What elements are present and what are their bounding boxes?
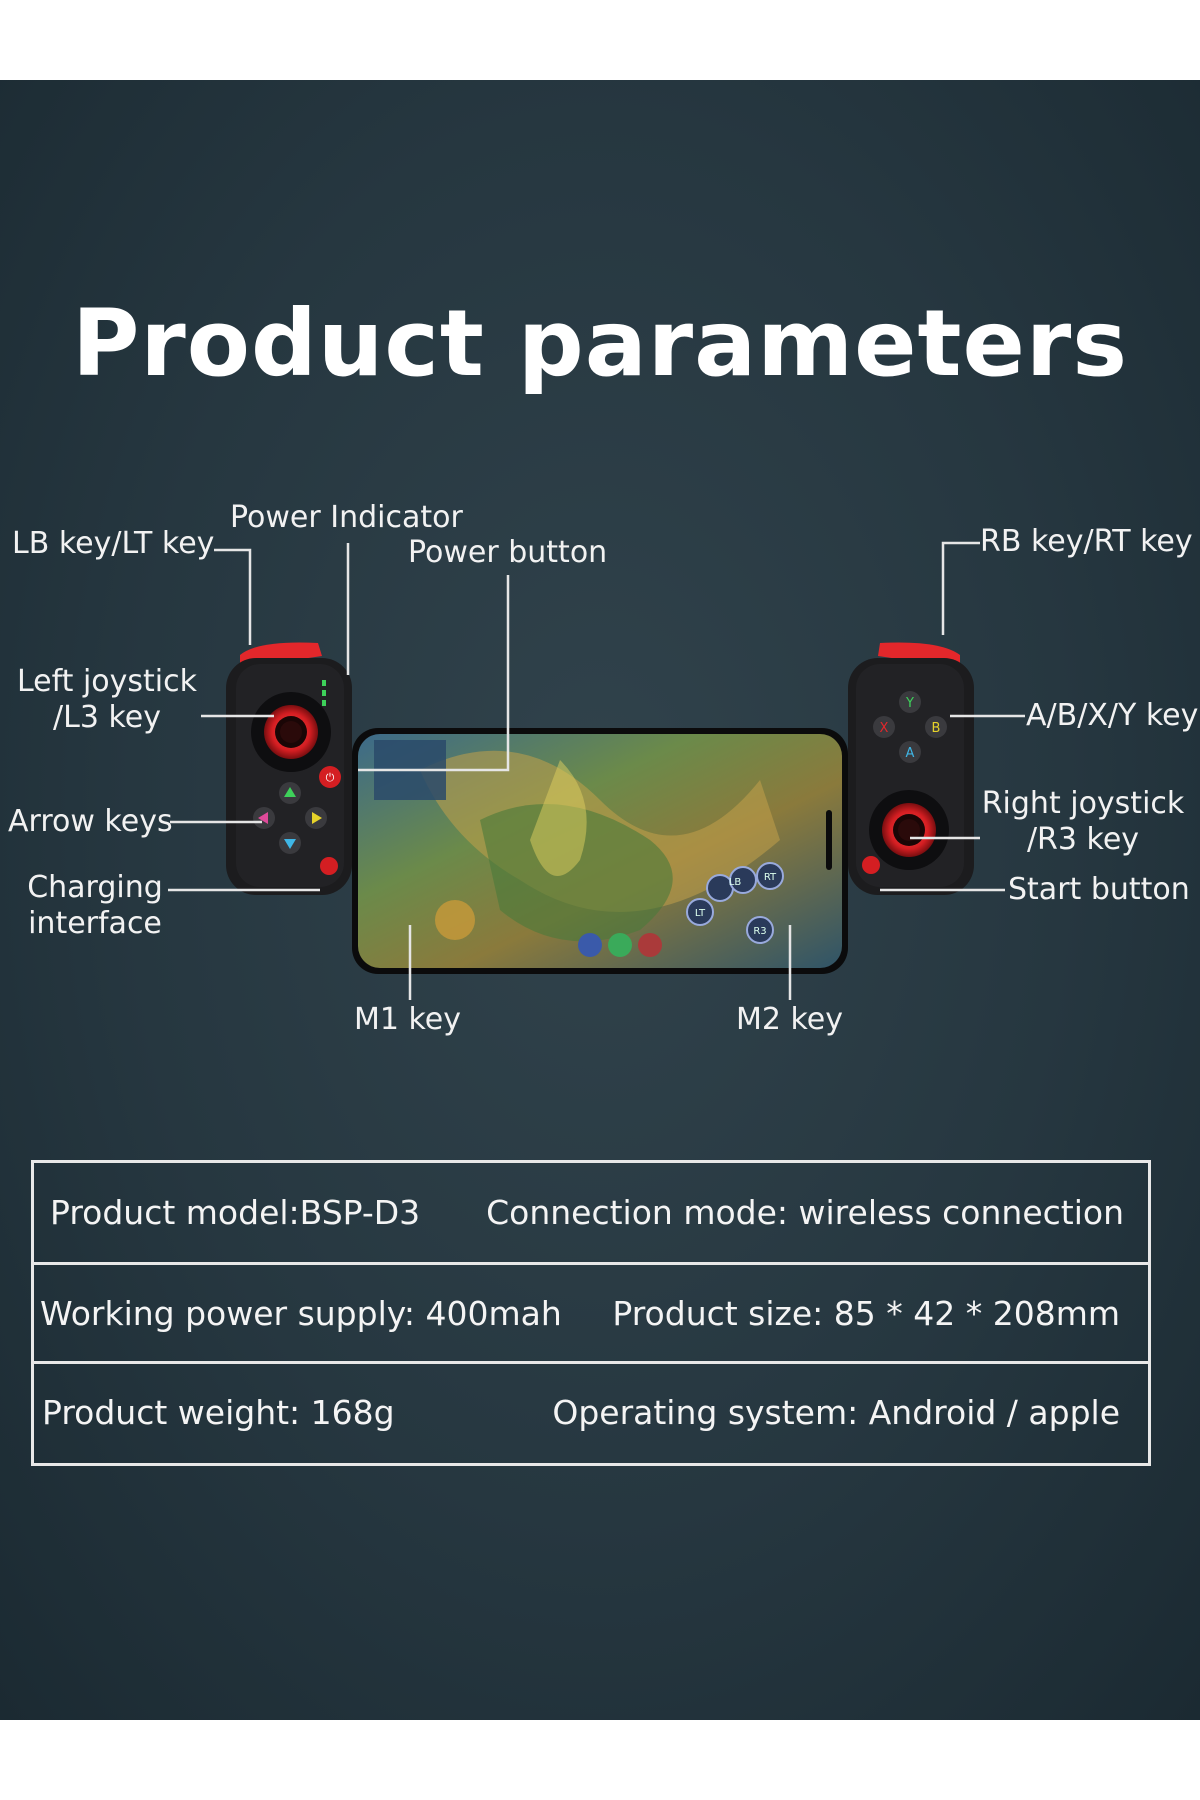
label-rb-rt-key: RB key/RT key bbox=[980, 524, 1193, 559]
svg-text:LB: LB bbox=[729, 877, 742, 888]
label-lb-lt-key: LB key/LT key bbox=[12, 526, 215, 561]
phone: LB RT LT R3 bbox=[352, 728, 848, 974]
svg-text:⏻: ⏻ bbox=[326, 771, 335, 784]
label-start-button: Start button bbox=[1008, 872, 1190, 907]
label-power-button: Power button bbox=[408, 535, 608, 570]
power-indicator-led bbox=[322, 680, 326, 686]
spec-size: Product size: 85 * 42 * 208mm bbox=[612, 1293, 1120, 1333]
svg-text:A: A bbox=[906, 746, 915, 761]
svg-text:X: X bbox=[880, 721, 889, 736]
power-button bbox=[319, 766, 341, 788]
spec-os: Operating system: Android / apple bbox=[552, 1392, 1120, 1432]
svg-text:B: B bbox=[932, 721, 941, 736]
svg-text:R3: R3 bbox=[753, 926, 766, 937]
specs-table: Product model:BSP-D3 Connection mode: wi… bbox=[31, 1160, 1151, 1466]
controller-diagram: ⏻ LB RT LT R3 bbox=[168, 541, 1025, 1000]
spec-weight: Product weight: 168g bbox=[42, 1392, 395, 1432]
charging-interface bbox=[320, 857, 338, 875]
label-power-indicator: Power Indicator bbox=[230, 500, 463, 535]
start-button bbox=[862, 856, 880, 874]
specs-row: Product weight: 168g Operating system: A… bbox=[34, 1361, 1148, 1460]
svg-text:RT: RT bbox=[764, 872, 777, 883]
callout-lines bbox=[168, 541, 1025, 1000]
label-left-joystick: Left joystick/L3 key bbox=[16, 664, 197, 735]
page-title: Product parameters bbox=[71, 290, 1129, 397]
spec-connection: Connection mode: wireless connection bbox=[486, 1193, 1124, 1232]
spec-power-supply: Working power supply: 400mah bbox=[40, 1293, 562, 1333]
specs-row: Product model:BSP-D3 Connection mode: wi… bbox=[34, 1163, 1148, 1262]
face-buttons: Y X B A bbox=[873, 691, 947, 763]
label-abxy-key: A/B/X/Y key bbox=[1026, 698, 1199, 733]
arrow-keys bbox=[253, 782, 327, 854]
specs-row: Working power supply: 400mah Product siz… bbox=[34, 1262, 1148, 1361]
right-joystick bbox=[869, 790, 949, 870]
left-joystick bbox=[251, 692, 331, 772]
label-m1-key: M1 key bbox=[354, 1002, 462, 1037]
product-panel: Product parameters bbox=[0, 80, 1200, 1720]
label-right-joystick: Right joystick/R3 key bbox=[981, 786, 1185, 857]
svg-text:Y: Y bbox=[905, 696, 914, 711]
label-arrow-keys: Arrow keys bbox=[8, 804, 173, 839]
svg-text:LT: LT bbox=[695, 908, 706, 919]
spec-model: Product model:BSP-D3 bbox=[50, 1193, 421, 1232]
label-m2-key: M2 key bbox=[736, 1002, 844, 1037]
